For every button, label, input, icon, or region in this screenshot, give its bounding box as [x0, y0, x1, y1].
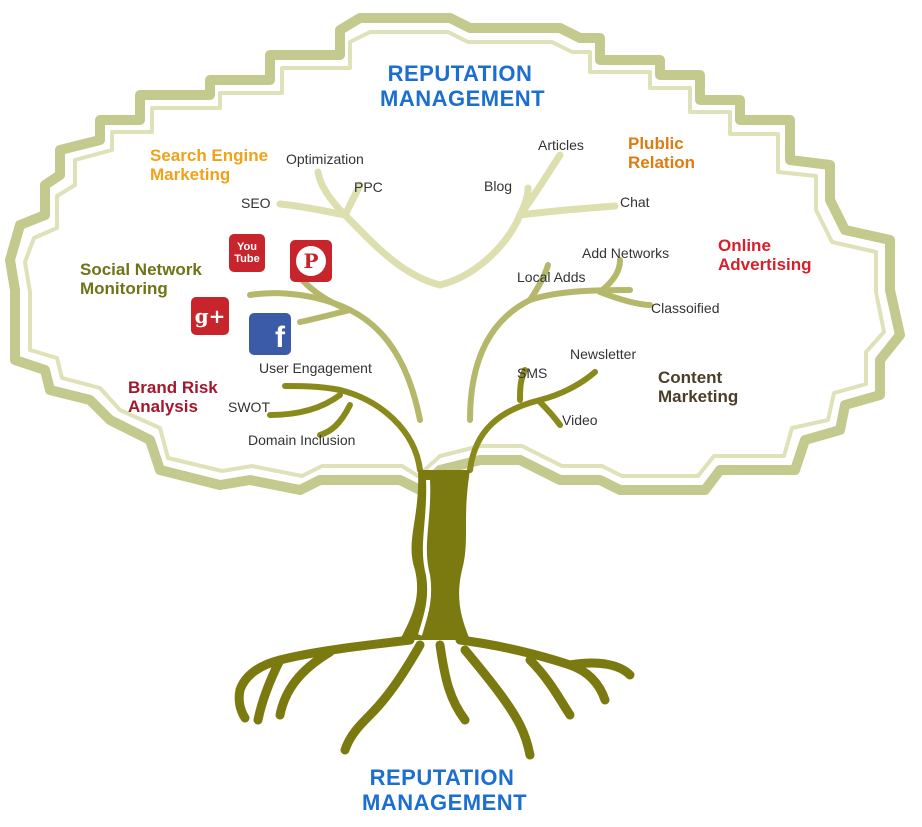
category-line: Social Network: [80, 260, 202, 279]
upper-branches: [276, 151, 619, 289]
category-content-marketing: Content Marketing: [658, 368, 738, 406]
category-line: Marketing: [658, 387, 739, 407]
item-add-networks: Add Networks: [582, 245, 670, 261]
pinterest-icon-circle: P: [296, 246, 326, 276]
category-line: Monitoring: [80, 279, 168, 299]
lower-branches: [267, 367, 598, 473]
item-seo: SEO: [241, 195, 271, 211]
title-top-line2: MANAGEMENT: [380, 85, 546, 111]
category-brand-risk-analysis: Brand Risk Analysis: [128, 378, 218, 416]
category-line: Plublic: [628, 134, 684, 153]
item-classoified: Classoified: [651, 300, 720, 316]
trunk-highlight: [418, 479, 432, 636]
category-line: Advertising: [718, 255, 812, 275]
item-optimization: Optimization: [286, 151, 364, 167]
item-ppc: PPC: [354, 179, 383, 195]
item-chat: Chat: [620, 194, 650, 210]
google-plus-icon: g+: [191, 297, 229, 335]
category-line: Analysis: [128, 397, 198, 417]
facebook-icon: f: [249, 313, 291, 355]
category-social-network-monitoring: Social Network Monitoring: [80, 260, 202, 298]
tree-trunk: [400, 470, 470, 640]
title-top: REPUTATION MANAGEMENT: [380, 61, 546, 111]
item-articles: Articles: [538, 137, 584, 153]
category-line: Content: [658, 368, 723, 387]
canopy-cloud-outline: [5, 13, 905, 495]
category-line: Search Engine: [150, 146, 269, 165]
facebook-icon-text: f: [275, 321, 285, 354]
item-blog: Blog: [484, 178, 513, 194]
canopy-cloud-inner: [23, 30, 886, 478]
category-online-advertising: Online Advertising: [718, 236, 812, 274]
pinterest-icon: P: [290, 240, 332, 282]
youtube-icon-text-1: You: [237, 240, 257, 253]
title-bottom-line2: MANAGEMENT: [362, 789, 528, 815]
category-line: Relation: [628, 153, 696, 173]
category-line: Marketing: [150, 165, 231, 185]
item-newsletter: Newsletter: [570, 346, 637, 362]
title-top-line1: REPUTATION: [387, 61, 533, 86]
item-video: Video: [562, 412, 598, 428]
tree-roots: [234, 635, 635, 760]
google-plus-icon-text: g+: [194, 304, 226, 328]
category-line: Brand Risk: [128, 378, 218, 397]
category-line: Online: [718, 236, 771, 255]
youtube-icon: You Tube: [229, 234, 265, 272]
item-sms: SMS: [517, 365, 548, 381]
item-domain-inclusion: Domain Inclusion: [248, 432, 356, 448]
item-local-adds: Local Adds: [517, 269, 586, 285]
category-search-engine-marketing: Search Engine Marketing: [150, 146, 268, 184]
youtube-icon-text-2: Tube: [234, 253, 260, 265]
category-public-relation: Plublic Relation: [628, 134, 695, 172]
title-bottom-line1: REPUTATION: [369, 765, 515, 790]
middle-branches: [247, 257, 653, 423]
item-user-engagement: User Engagement: [259, 360, 372, 376]
item-swot: SWOT: [228, 399, 270, 415]
title-bottom: REPUTATION MANAGEMENT: [362, 765, 528, 815]
